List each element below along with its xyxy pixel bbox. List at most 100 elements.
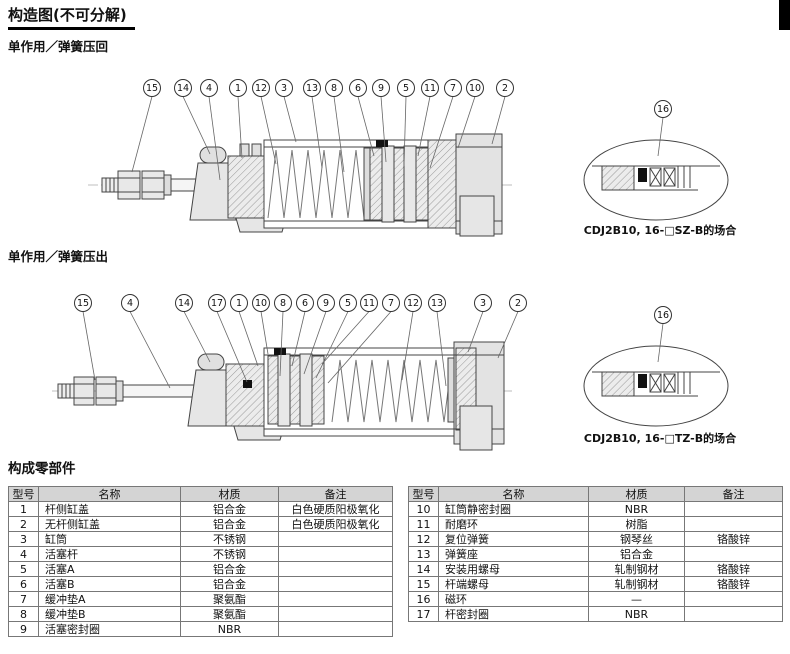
part-name: 活塞A — [38, 561, 181, 577]
callout-leader — [333, 96, 345, 173]
part-name: 活塞密封圈 — [38, 621, 181, 637]
callout-balloon-4 — [121, 294, 139, 312]
callout-balloon-3 — [275, 79, 293, 97]
callout-leader — [380, 96, 387, 163]
part-no: 10 — [408, 501, 439, 517]
callout-balloon-14 — [175, 294, 193, 312]
seal-detail-view-tz: 16 — [583, 306, 729, 427]
part-remark: 铬酸锌 — [684, 561, 783, 577]
part-remark — [684, 606, 783, 622]
part-remark — [278, 576, 393, 592]
callout-number: 11 — [363, 298, 375, 309]
callout-leader — [497, 311, 519, 359]
magnet — [376, 140, 388, 147]
return-spring — [331, 359, 453, 423]
callout-leader — [357, 96, 375, 157]
callout-leader — [208, 96, 221, 181]
part-material: NBR — [180, 621, 279, 637]
callout-balloon-2 — [509, 294, 527, 312]
rod-side-cover — [227, 155, 265, 219]
callout-balloon-9 — [372, 79, 390, 97]
page-edge-tab — [779, 0, 790, 30]
part-no: 13 — [408, 546, 439, 562]
col-header-no: 型号 — [408, 486, 439, 502]
wear-ring — [403, 145, 417, 223]
part-remark — [684, 516, 783, 532]
part-remark — [684, 591, 783, 607]
callout-balloon-15 — [143, 79, 161, 97]
callout-leader — [657, 117, 664, 157]
part-name: 杆密封圈 — [438, 606, 589, 622]
cover-section — [601, 371, 635, 397]
part-remark — [278, 606, 393, 622]
part-material: 轧制钢材 — [588, 576, 685, 592]
callout-balloon-5 — [397, 79, 415, 97]
callout-number: 2 — [502, 83, 508, 94]
part-material: 铝合金 — [180, 576, 279, 592]
part-name: 缓冲垫A — [38, 591, 181, 607]
part-no: 8 — [8, 606, 39, 622]
callout-leader — [321, 311, 370, 365]
callout-number: 5 — [403, 83, 409, 94]
detail1-caption: CDJ2B10, 16-□SZ-B的场合 — [583, 224, 737, 237]
callout-number: 12 — [255, 83, 267, 94]
cushion — [415, 147, 429, 221]
callout-balloon-9 — [317, 294, 335, 312]
part-material: NBR — [588, 501, 685, 517]
callout-number: 16 — [657, 104, 669, 115]
part-remark: 铬酸锌 — [684, 531, 783, 547]
callout-number: 11 — [424, 83, 436, 94]
port — [251, 143, 262, 157]
head-boss — [459, 405, 493, 451]
callout-number: 14 — [178, 298, 190, 309]
part-remark: 白色硬质阳极氧化 — [278, 516, 393, 532]
callout-balloon-13 — [303, 79, 321, 97]
callout-balloon-5 — [339, 294, 357, 312]
callout-leader — [657, 323, 664, 363]
part-name: 杆侧缸盖 — [38, 501, 181, 517]
part-no: 16 — [408, 591, 439, 607]
col-header-material: 材质 — [588, 486, 685, 502]
callout-leader — [303, 311, 327, 375]
callout-number: 10 — [469, 83, 481, 94]
spring-seat — [363, 147, 371, 221]
part-name: 复位弹簧 — [438, 531, 589, 547]
header-row: 型号 名称 材质 备注 — [408, 486, 783, 502]
part-no: 3 — [8, 531, 39, 547]
callout-number: 5 — [345, 298, 351, 309]
callout-leader — [131, 96, 153, 173]
part-no: 6 — [8, 576, 39, 592]
part-material: 不锈钢 — [180, 546, 279, 562]
part-material: 轧制钢材 — [588, 561, 685, 577]
callout-number: 3 — [281, 83, 287, 94]
cushion — [267, 355, 279, 425]
callout-number: 7 — [450, 83, 456, 94]
part-material: 聚氨酯 — [180, 591, 279, 607]
callout-balloon-6 — [296, 294, 314, 312]
part-material: 钢琴丝 — [588, 531, 685, 547]
callout-number: 8 — [280, 298, 286, 309]
head-side-cover-inner — [427, 139, 457, 229]
callout-balloon-10 — [466, 79, 484, 97]
callout-balloon-7 — [444, 79, 462, 97]
callout-number: 2 — [515, 298, 521, 309]
callout-balloon-17 — [208, 294, 226, 312]
part-name: 活塞杆 — [38, 546, 181, 562]
part-material: 铝合金 — [180, 516, 279, 532]
head-boss — [459, 195, 495, 237]
rod-end-nut-2 — [95, 376, 117, 406]
piston-seal — [277, 353, 291, 427]
callout-balloon-10 — [252, 294, 270, 312]
callout-balloons: 16 — [654, 306, 672, 363]
col-header-name: 名称 — [38, 486, 181, 502]
part-remark: 白色硬质阳极氧化 — [278, 501, 393, 517]
washer — [115, 380, 124, 402]
rod-end-nut — [73, 376, 95, 406]
callout-number: 1 — [235, 83, 241, 94]
